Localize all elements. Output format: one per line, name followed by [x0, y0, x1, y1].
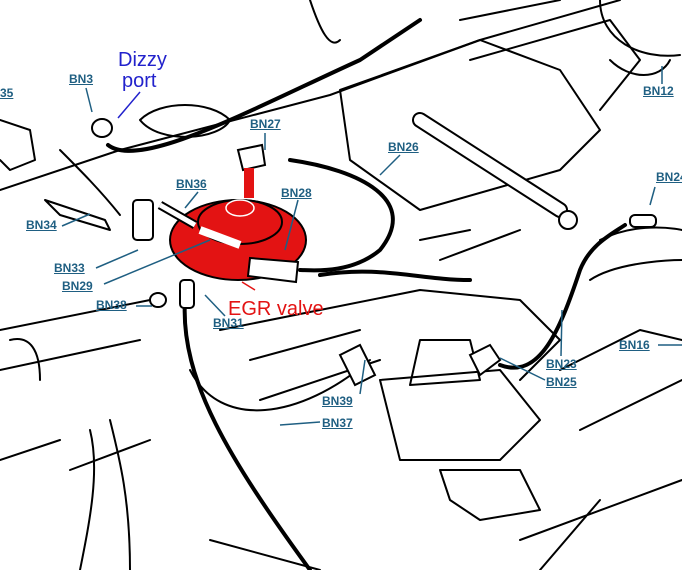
label-bn38[interactable]: BN38 — [96, 298, 127, 312]
fitting-bn31 — [179, 279, 195, 309]
hose-bn23 — [498, 223, 627, 370]
fitting-bn25 — [468, 343, 502, 377]
label-bn28[interactable]: BN28 — [281, 186, 312, 200]
label-bn16[interactable]: BN16 — [619, 338, 650, 352]
distributor — [589, 226, 682, 281]
annotation-egr-valve: EGR valve — [228, 298, 324, 320]
label-bn33[interactable]: BN33 — [54, 261, 85, 275]
egr-pipe-base — [379, 369, 541, 461]
annotation-port: port — [122, 70, 157, 92]
label-bn3[interactable]: BN3 — [69, 72, 94, 86]
engine-outline-lower — [0, 299, 151, 461]
label-bn27[interactable]: BN27 — [250, 117, 281, 131]
engine-outline — [0, 0, 621, 191]
fitting-bn28 — [246, 256, 300, 284]
label-bn39[interactable]: BN39 — [322, 394, 353, 408]
intake-box — [459, 0, 641, 111]
valve-top — [409, 339, 481, 386]
fitting-bn27 — [236, 143, 267, 172]
manifold — [219, 289, 561, 381]
label-bn24[interactable]: BN24 — [656, 170, 682, 184]
label-bn26[interactable]: BN26 — [388, 140, 419, 154]
label-bn25[interactable]: BN25 — [546, 375, 577, 389]
hose-dizzy — [106, 18, 422, 153]
label-bn23[interactable]: BN23 — [546, 357, 577, 371]
egr-valve — [157, 168, 307, 284]
fitting-bn39 — [338, 343, 377, 387]
fitting-bn33 — [132, 199, 154, 241]
leader-lines — [61, 66, 682, 426]
hose-bn37 — [189, 359, 371, 412]
label-bn29[interactable]: BN29 — [62, 279, 93, 293]
label-bn36[interactable]: BN36 — [176, 177, 207, 191]
bracket-bn34 — [44, 149, 121, 231]
label-bn31[interactable]: BN31 — [213, 316, 244, 330]
fitting-bn3 — [91, 118, 113, 138]
top-right-housing — [599, 0, 681, 57]
hose-bn31 — [182, 298, 312, 570]
label-bn37[interactable]: BN37 — [322, 416, 353, 430]
air-box — [339, 39, 601, 211]
label-bn34[interactable]: BN34 — [26, 218, 57, 232]
hose-bn26 — [288, 158, 395, 273]
fitting-bn38 — [149, 292, 167, 308]
label-bn12[interactable]: BN12 — [643, 84, 674, 98]
annotation-dizzy: Dizzy — [118, 49, 167, 71]
label-bn35[interactable]: 35 — [0, 86, 14, 100]
left-bracket — [0, 119, 36, 171]
fitting-bn24 — [629, 214, 657, 228]
